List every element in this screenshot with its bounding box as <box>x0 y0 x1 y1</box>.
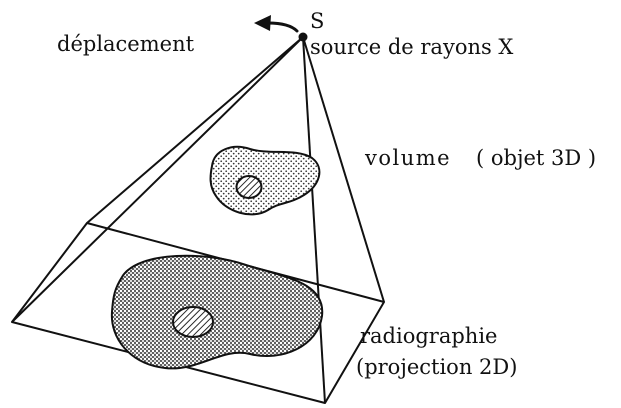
projected-blob <box>110 254 324 370</box>
source-point-icon <box>298 32 308 42</box>
edge-apex-to-back-left <box>86 36 304 224</box>
curved-arrow-left-icon <box>254 15 299 33</box>
volume-blob <box>209 145 321 216</box>
edge-apex-to-front-left <box>11 36 304 323</box>
radiograph-note-label: (projection 2D) <box>356 355 517 379</box>
radiograph-label: radiographie <box>360 324 497 348</box>
motion-label: déplacement <box>57 32 195 56</box>
source-label: source de rayons X <box>310 35 513 59</box>
source-letter-label: S <box>310 9 324 33</box>
pyramid-edges <box>11 36 385 404</box>
projected-core <box>172 306 214 338</box>
volume-label: volume <box>364 146 451 170</box>
projected-object <box>110 254 324 370</box>
edge-apex-to-back-right <box>302 36 385 303</box>
volume-core <box>235 175 263 199</box>
volume-object <box>209 145 321 216</box>
volume-note-label: ( objet 3D ) <box>476 146 596 170</box>
edge-apex-to-front-right <box>302 36 326 404</box>
